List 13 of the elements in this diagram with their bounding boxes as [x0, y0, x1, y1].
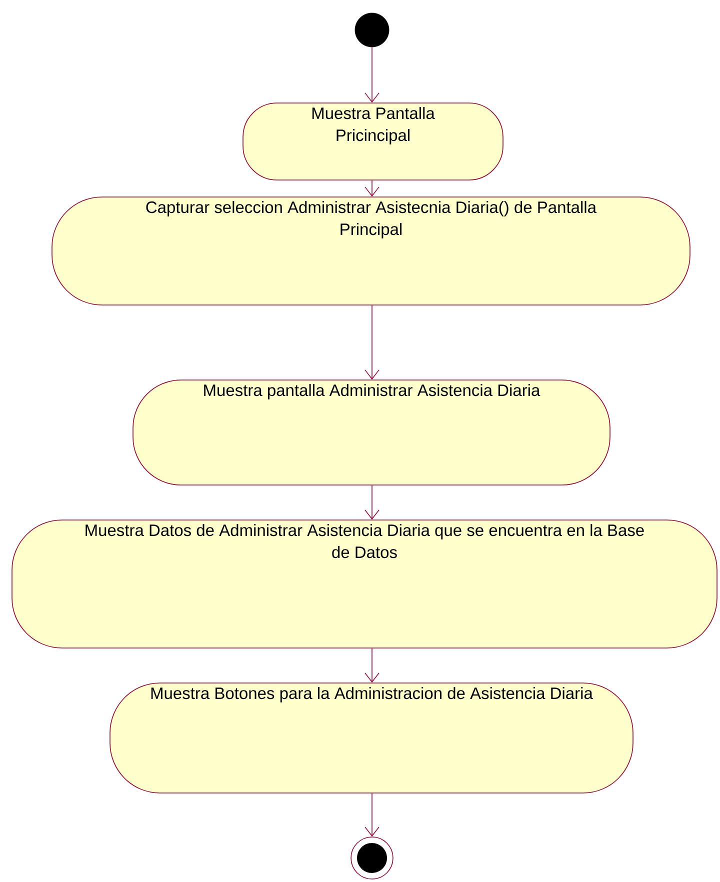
- start-node: [354, 12, 390, 48]
- arrow: [364, 180, 380, 197]
- arrow: [364, 305, 380, 380]
- arrow: [364, 485, 380, 520]
- end-node: [350, 836, 394, 880]
- action-box: Muestra Botones para la Administracion de Asistencia Diaria: [110, 682, 634, 794]
- action-box: Muestra Pantalla Pricincipal: [242, 102, 504, 180]
- arrow: [364, 648, 380, 683]
- action-box: Muestra pantalla Administrar Asistencia Diaria: [132, 380, 610, 486]
- arrow: [364, 793, 380, 837]
- action-box: Muestra Datos de Administrar Asistencia Diaria que se encuentra en la Base de Datos: [12, 520, 718, 648]
- action-box: Capturar seleccion Administrar Asistecnia Diaria() de Pantalla Principal: [52, 196, 690, 306]
- arrow: [364, 46, 380, 103]
